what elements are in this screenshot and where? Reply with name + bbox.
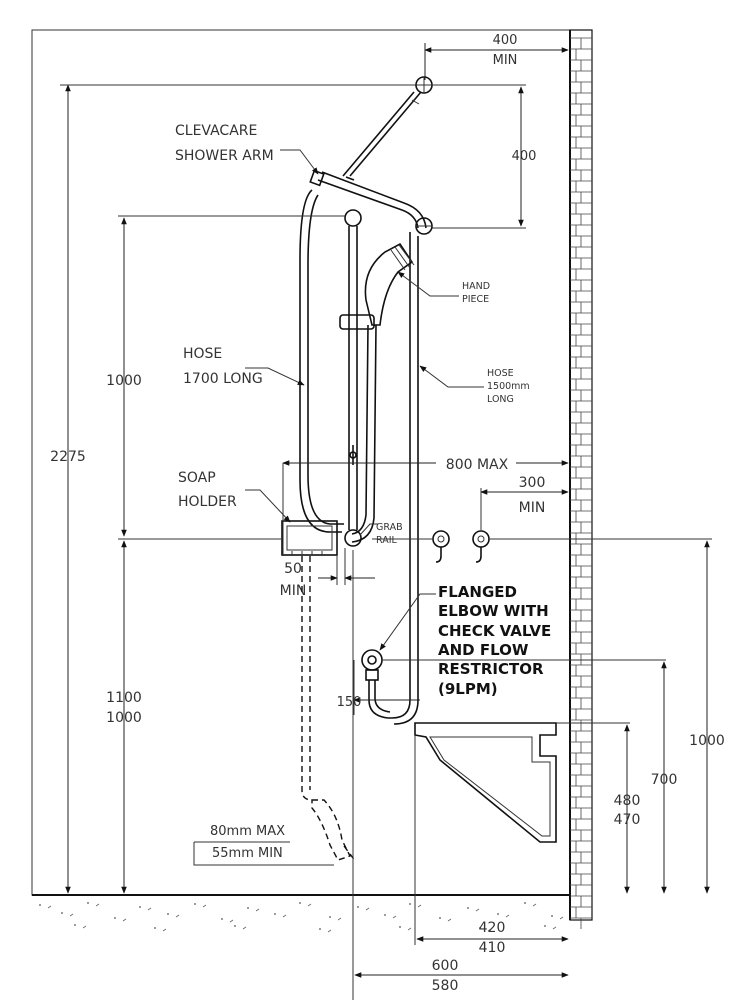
stowed-hand-piece [301, 556, 357, 863]
dim-470-label: 470 [614, 812, 641, 828]
tap-left [432, 530, 450, 563]
dim-1100-label: 1100 [106, 690, 142, 706]
dim-80mm-max: 80mm MAX [210, 824, 285, 839]
elbow-leader [379, 593, 436, 651]
hand-piece-leader [397, 271, 459, 297]
elbow-label-2: ELBOW WITH [438, 602, 549, 620]
dim-800-max-label: 800 MAX [446, 457, 509, 473]
hose-1700-label-2: 1700 LONG [183, 371, 263, 387]
brick-wall [569, 29, 593, 929]
shower-seat [414, 722, 557, 843]
hose-1500-leader [419, 365, 484, 388]
dim-150-label: 150 [337, 695, 362, 710]
slide-rail [339, 209, 375, 547]
hand-piece [364, 242, 415, 326]
soap-holder-label-1: SOAP [178, 470, 216, 486]
elbow-label-5: RESTRICTOR [438, 660, 544, 678]
hose-1500 [388, 232, 419, 725]
dim-400-min-value: 400 [493, 33, 518, 48]
soap-holder [281, 520, 338, 556]
dim-2275-label: 2275 [50, 449, 86, 465]
soap-holder-leader [245, 489, 291, 523]
soap-holder-label-2: HOLDER [178, 494, 237, 510]
grab-rail-leader [359, 523, 378, 536]
dim-1000-lower-label: 1000 [106, 710, 142, 726]
elbow-label-6: (9LPM) [438, 680, 498, 698]
dim-50-min-value: 50 [284, 561, 302, 577]
clevacare-shower-arm [309, 169, 433, 235]
dim-1000-right-label: 1000 [689, 733, 725, 749]
dim-580-label: 580 [432, 978, 459, 994]
grab-rail-label-2: RAIL [376, 535, 398, 546]
elbow-label-4: AND FLOW [438, 641, 529, 659]
hose-1500-label-2: 1500mm [487, 381, 530, 392]
hose-1700-label-1: HOSE [183, 346, 222, 362]
dim-600-label: 600 [432, 958, 459, 974]
dim-1000-upper-label: 1000 [106, 373, 142, 389]
hand-piece-label-1: HAND [462, 281, 490, 292]
dim-55mm-min: 55mm MIN [212, 846, 283, 861]
elbow-label-3: CHECK VALVE [438, 622, 551, 640]
arm-label-1: CLEVACARE [175, 123, 257, 139]
hose-1700-leader [245, 367, 305, 386]
grab-rail-label-1: GRAB [376, 522, 403, 533]
dim-400-min-suffix: MIN [493, 53, 518, 68]
elbow-label-1: FLANGED [438, 583, 517, 601]
hose-1500-label-3: LONG [487, 394, 514, 405]
floor-texture [39, 902, 564, 933]
arm-label-2: SHOWER ARM [175, 148, 274, 164]
dim-480-label: 480 [614, 793, 641, 809]
dim-300-min-suffix: MIN [519, 500, 546, 516]
hand-hose [351, 324, 377, 543]
dim-420-label: 420 [479, 920, 506, 936]
dim-300-min-value: 300 [519, 475, 546, 491]
dim-700-label: 700 [651, 772, 678, 788]
arm-leader [280, 149, 319, 175]
support-strut [342, 91, 422, 181]
hose-1700 [299, 189, 344, 533]
dim-400-vertical-label: 400 [512, 149, 537, 164]
dim-410-label: 410 [479, 940, 506, 956]
dim-80mm-leader [193, 842, 334, 866]
dim-50-min-suffix: MIN [280, 583, 307, 599]
hand-piece-label-2: PIECE [462, 294, 489, 305]
tap-right [472, 530, 490, 563]
hose-1500-label-1: HOSE [487, 368, 514, 379]
